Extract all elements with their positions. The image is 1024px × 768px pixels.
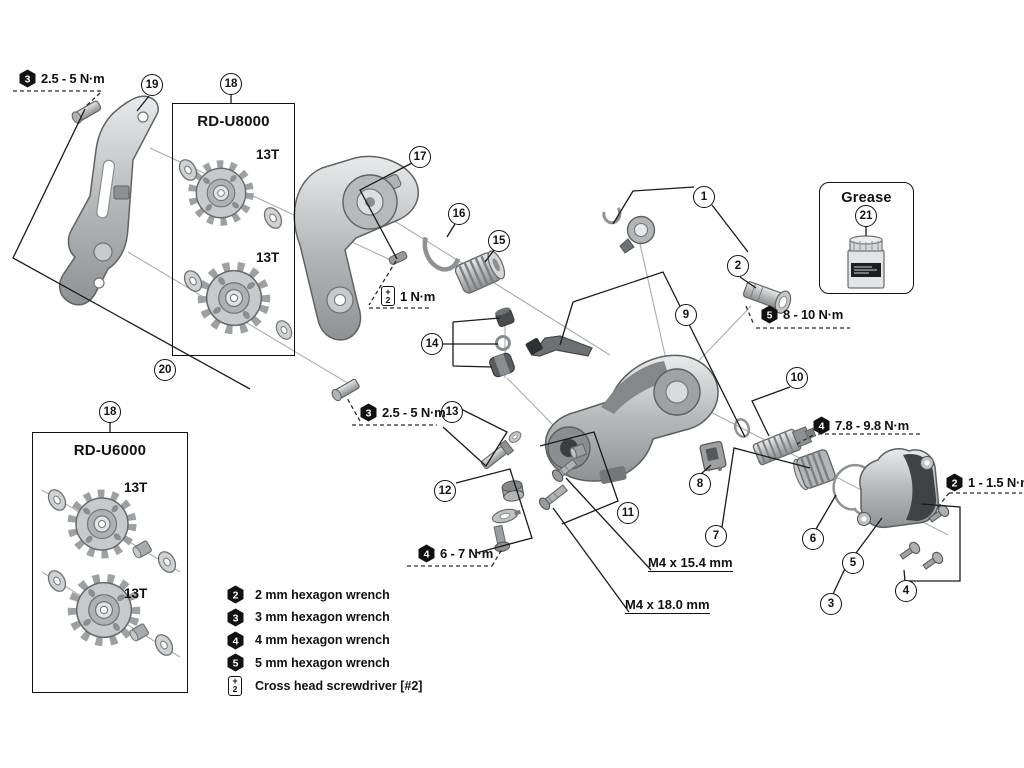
bracket-axle (742, 281, 792, 314)
svg-text:4: 4 (232, 635, 238, 647)
svg-text:4: 4 (424, 549, 430, 561)
cable-fixing-arm (525, 335, 593, 357)
svg-text:3: 3 (232, 612, 238, 624)
callout-14: 14 (421, 333, 443, 355)
torque-leader-lines (13, 90, 1022, 567)
callout-lines (12, 95, 961, 613)
torque-label: 3 2.5 - 5 N·m (360, 403, 446, 422)
callout-6: 6 (802, 528, 824, 550)
motor-screws (899, 504, 950, 570)
torque-label: 4 7.8 - 9.8 N·m (813, 416, 909, 435)
spring-unit (454, 250, 506, 294)
callout-18: 18 (220, 73, 242, 95)
hex-wrench-icon: 5 (761, 305, 778, 324)
legend-row: 5 5 mm hexagon wrench (226, 653, 422, 672)
svg-text:2: 2 (952, 478, 958, 490)
callout-2: 2 (727, 255, 749, 277)
callout-9: 9 (675, 304, 697, 326)
svg-text:3: 3 (366, 408, 372, 420)
torque-label: 3 2.5 - 5 N·m (19, 69, 105, 88)
outer-plate-bolt (71, 100, 102, 124)
screw-size-label: M4 x 18.0 mm (625, 597, 710, 614)
callout-16: 16 (448, 203, 470, 225)
callout-10: 10 (786, 367, 808, 389)
pulley-teeth-label: 13T (124, 586, 148, 601)
svg-text:4: 4 (819, 421, 825, 433)
svg-text:5: 5 (767, 310, 773, 322)
callout-15: 15 (488, 230, 510, 252)
m4-screws-and-nut (538, 443, 588, 511)
svg-text:5: 5 (232, 658, 238, 670)
callout-19: 19 (141, 74, 163, 96)
legend-row: 2 2 mm hexagon wrench (226, 585, 422, 604)
legend-row: 3 3 mm hexagon wrench (226, 608, 422, 627)
grease-title: Grease (841, 190, 892, 206)
callout-8: 8 (689, 473, 711, 495)
tool-legend: 2 2 mm hexagon wrench 3 3 mm hexagon wre… (226, 585, 422, 700)
callout-1: 1 (693, 186, 715, 208)
grease-jar (847, 235, 885, 289)
hex-wrench-icon: 3 (360, 403, 377, 422)
hex-wrench-icon: 2 (227, 585, 243, 604)
callout-21: 21 (855, 205, 877, 227)
hex-wrench-icon: 4 (813, 416, 830, 435)
hex-wrench-icon: 2 (946, 473, 963, 492)
screw-size-label: M4 x 15.4 mm (648, 555, 733, 572)
callout-20: 20 (154, 359, 176, 381)
torque-label: 4 6 - 7 N·m (418, 544, 493, 563)
rd-u6000-title: RD-U6000 (73, 442, 147, 459)
svg-text:2: 2 (232, 590, 238, 602)
legend-row: 4 4 mm hexagon wrench (226, 631, 422, 650)
b-tension-spring (752, 426, 817, 466)
hex-wrench-icon: 4 (227, 631, 243, 650)
cross-head-screwdriver-icon: + 2 (381, 286, 395, 306)
svg-text:3: 3 (25, 74, 31, 86)
hex-wrench-icon: 3 (19, 69, 36, 88)
cross-head-screwdriver-icon: + 2 (228, 675, 242, 696)
legend-row: + 2 Cross head screwdriver [#2] (226, 675, 422, 696)
callout-4: 4 (895, 580, 917, 602)
callout-17: 17 (409, 146, 431, 168)
pulley-teeth-label: 13T (124, 480, 148, 495)
stroke-adjust-parts (489, 307, 515, 378)
clamp-ring (422, 236, 461, 272)
unit-cap (793, 449, 836, 491)
callout-11: 11 (617, 502, 639, 524)
callout-18: 18 (99, 401, 121, 423)
rd-u6000-box: RD-U6000 (32, 432, 188, 693)
hex-wrench-icon: 3 (227, 608, 243, 627)
hex-wrench-icon: 5 (227, 653, 243, 672)
callout-12: 12 (434, 480, 456, 502)
rd-u8000-box: RD-U8000 (172, 103, 295, 356)
bracket-unit (602, 207, 656, 254)
callout-5: 5 (842, 552, 864, 574)
hex-wrench-icon: 4 (418, 544, 435, 563)
rd-u8000-title: RD-U8000 (197, 113, 270, 130)
outer-plate (58, 95, 159, 306)
torque-label: + 2 1 N·m (381, 286, 435, 306)
pulley-teeth-label: 13T (256, 147, 280, 162)
switch-unit (699, 440, 727, 472)
plate-bolt (331, 378, 360, 402)
pivot-bolt (480, 431, 522, 470)
link-pin (388, 251, 408, 265)
torque-label: 2 1 - 1.5 N·m (946, 473, 1024, 492)
grease-box: Grease (819, 182, 914, 294)
pulley-teeth-label: 13T (256, 250, 280, 265)
motor-unit (856, 448, 939, 529)
callout-7: 7 (705, 525, 727, 547)
callout-13: 13 (441, 401, 463, 423)
torque-label: 5 8 - 10 N·m (761, 305, 843, 324)
inner-plate-assembly (293, 155, 419, 341)
callout-3: 3 (820, 593, 842, 615)
